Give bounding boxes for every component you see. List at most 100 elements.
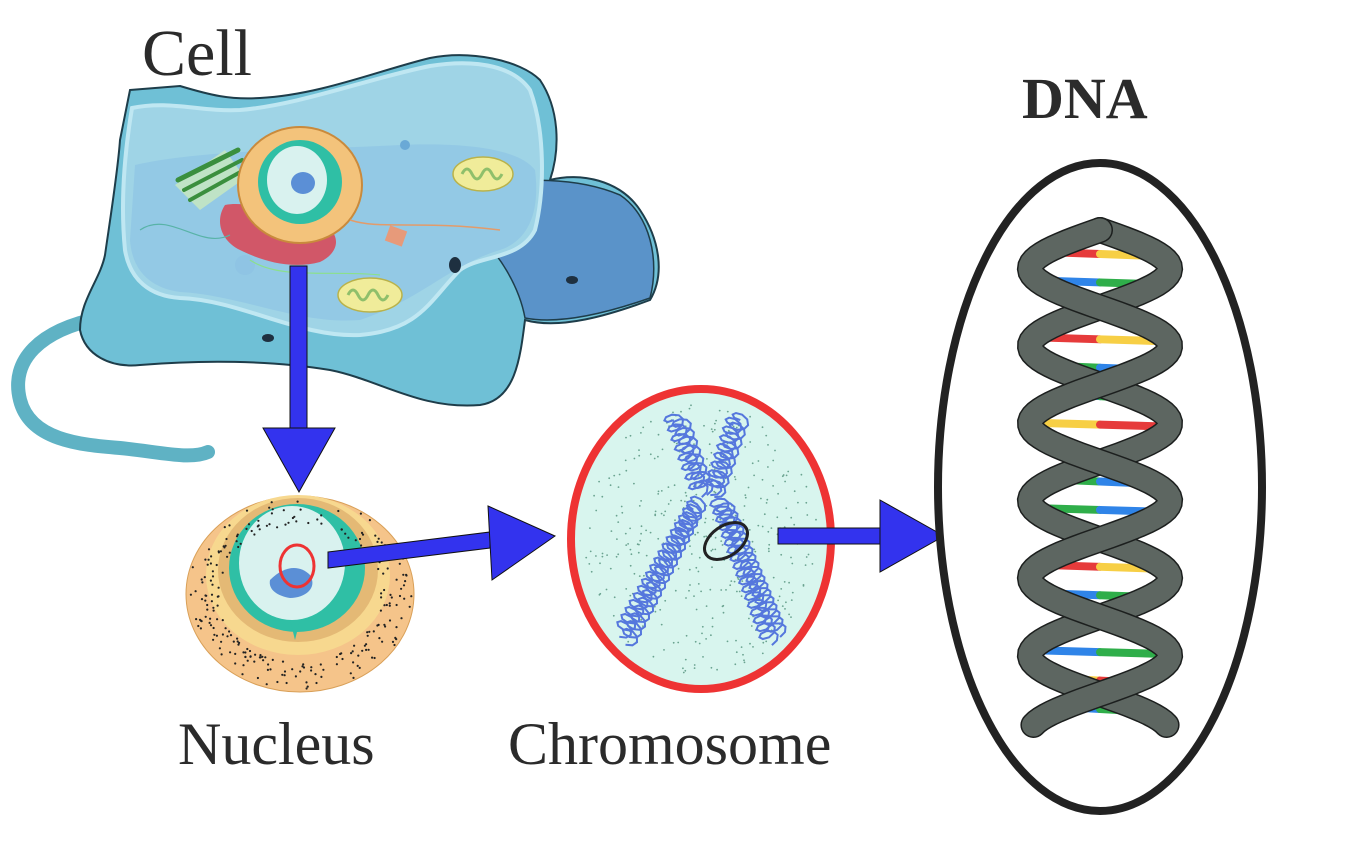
stipple-dot [299,670,301,672]
speckle [618,486,620,488]
speckle [765,435,767,437]
speckle [698,571,700,573]
speckle [661,490,663,492]
speckle [772,460,774,462]
speckle [602,556,604,558]
stipple-dot [204,594,206,596]
mitochondrion [338,278,402,312]
speckle [712,549,714,551]
speckle [806,486,808,488]
speckle [749,441,751,443]
stipple-dot [295,520,297,522]
stipple-dot [402,574,404,576]
speckle [709,589,711,591]
speckle [752,646,754,648]
speckle [727,411,729,413]
speckle [766,502,768,504]
speckle [767,444,769,446]
stipple-dot [245,528,247,530]
stipple-dot [226,556,228,558]
speckle [640,432,642,434]
stipple-dot [208,559,210,561]
stipple-dot [271,501,273,503]
speckle [790,616,792,618]
speckle [762,526,764,528]
speckle [641,525,643,527]
speckle [657,456,659,458]
stipple-dot [307,686,309,688]
stipple-dot [350,672,352,674]
speckle [638,449,640,451]
speckle [812,563,814,565]
stipple-dot [253,661,255,663]
speckle [714,549,716,551]
stipple-dot [249,656,251,658]
stipple-dot [266,683,268,685]
speckle [694,534,696,536]
stipple-dot [233,641,235,643]
stipple-dot [393,644,395,646]
speckle [616,538,618,540]
stipple-dot [355,539,357,541]
speckle [689,569,691,571]
stipple-dot [257,677,259,679]
stipple-dot [206,609,208,611]
speckle [805,502,807,504]
stipple-dot [357,665,359,667]
speckle [629,595,631,597]
speckle [749,643,751,645]
speckle [650,532,652,534]
speckle [640,500,642,502]
speckle [757,525,759,527]
speckle [588,563,590,565]
speckle [650,453,652,455]
stipple-dot [190,594,192,596]
speckle [722,544,724,546]
speckle [686,495,688,497]
speckle [760,498,762,500]
speckle [699,643,701,645]
stipple-dot [267,669,269,671]
speckle [689,408,691,410]
speckle [696,609,698,611]
speckle [753,475,755,477]
speckle [735,640,737,642]
speckle [790,557,792,559]
speckle [638,455,640,457]
stipple-dot [368,649,370,651]
stipple-dot [341,528,343,530]
speckle [695,567,697,569]
label-dna: DNA [1022,66,1148,131]
speckle [744,494,746,496]
speckle [762,642,764,644]
speckle [773,577,775,579]
speckle [655,511,657,513]
speckle [797,502,799,504]
speckle [589,527,591,529]
speckle [703,536,705,538]
stipple-dot [302,663,304,665]
speckle [663,514,665,516]
stipple-dot [209,622,211,624]
stipple-dot [341,658,343,660]
stipple-dot [223,546,225,548]
stipple-dot [210,624,212,626]
stipple-dot [217,595,219,597]
speckle [625,437,627,439]
stipple-dot [248,523,250,525]
speckle [705,638,707,640]
stipple-dot [204,576,206,578]
speckle [753,549,755,551]
speckle [736,427,738,429]
stipple-dot [400,617,402,619]
speckle [722,605,724,607]
stipple-dot [242,664,244,666]
speckle [606,554,608,556]
speckle [703,425,705,427]
speckle [716,669,718,671]
speckle [680,500,682,502]
speckle [771,527,773,529]
speckle [736,591,738,593]
stipple-dot [284,674,286,676]
speckle [646,555,648,557]
